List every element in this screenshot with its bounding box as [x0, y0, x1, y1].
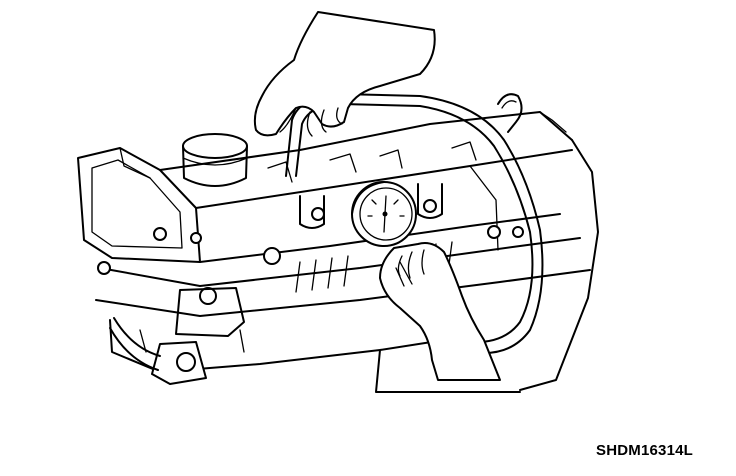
- upper-hand: [253, 11, 436, 137]
- oil-filler-cap: [182, 133, 248, 187]
- lifting-hook: [497, 93, 523, 133]
- figure-code: SHDM16314L: [596, 442, 694, 459]
- lower-hand: [379, 242, 501, 381]
- engine-head: [77, 111, 599, 393]
- cylinder-head-bolts: [97, 199, 524, 305]
- lower-bracket: [109, 287, 245, 385]
- compression-gauge: [351, 181, 417, 247]
- spark-plug-holes: [267, 141, 477, 229]
